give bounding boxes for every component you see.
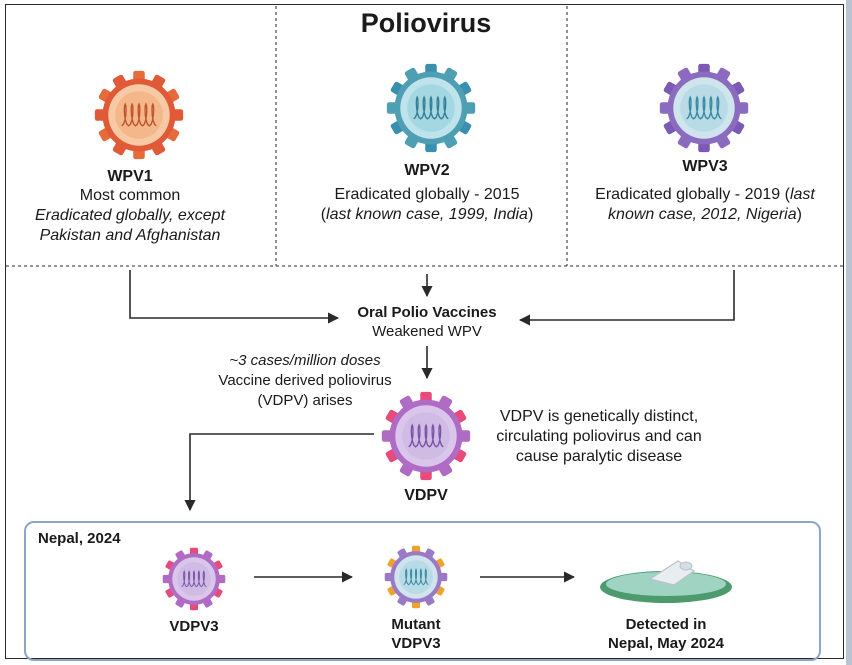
rna-coil	[121, 102, 157, 127]
rna-coil	[408, 423, 444, 448]
wpv2-name: WPV2	[404, 162, 450, 179]
wpv2-line2-open: (	[320, 206, 327, 223]
vdpv-name: VDPV	[404, 487, 448, 504]
incidence-rate: ~3 cases/million doses	[229, 352, 381, 369]
stage3-line2: Nepal, May 2024	[608, 635, 724, 652]
stage2-line1: Mutant	[391, 616, 441, 633]
wpv3-line1-text: Eradicated globally - 2019 (	[595, 186, 790, 203]
rna-coil	[181, 570, 207, 588]
incidence-line1: Vaccine derived poliovirus	[218, 372, 392, 389]
arrow-vdpv-to-nepal	[184, 433, 374, 512]
wpv3-line2-close: )	[796, 206, 802, 223]
vdpv-desc1: VDPV is genetically distinct,	[499, 408, 699, 425]
stage3-line1: Detected in	[625, 616, 707, 633]
vdpv-desc2: circulating poliovirus and can	[496, 428, 702, 445]
arrow-wpv1-to-vaccine	[129, 270, 340, 324]
stage1-label: VDPV3	[169, 618, 219, 635]
wpv3-line2: known case, 2012, Nigeria)	[572, 205, 838, 225]
wpv1-line1: Most common	[79, 187, 181, 204]
wpv3-virus	[659, 63, 749, 153]
rna-coil	[686, 95, 722, 120]
wpv2-line1: Eradicated globally - 2015	[290, 185, 564, 205]
mutant-vdpv3-virus	[384, 545, 448, 609]
wpv2-line2: (last known case, 1999, India)	[290, 205, 564, 225]
vdpv3-virus	[162, 547, 226, 611]
rna-coil	[403, 568, 429, 586]
right-edge-strip	[846, 0, 852, 665]
wpv1-line3: Pakistan and Afghanistan	[39, 227, 221, 244]
wpv2-line2-italic: last known case, 1999, India	[326, 206, 528, 223]
vaccine-title: Oral Polio Vaccines	[357, 304, 497, 321]
wpv3-line1-italic: last	[789, 186, 815, 203]
wpv3-line1: Eradicated globally - 2019 (last	[572, 185, 838, 205]
wpv3-name: WPV3	[682, 158, 728, 175]
wpv2-line2-close: )	[527, 206, 534, 223]
vdpv-virus	[381, 391, 471, 481]
sewage-sample-icon	[600, 560, 732, 603]
incidence-line2: (VDPV) arises	[257, 392, 353, 409]
wpv1-virus	[94, 70, 184, 160]
wpv2-virus	[386, 63, 476, 153]
arrow-wpv3-to-vaccine	[518, 270, 735, 326]
vdpv-desc3: cause paralytic disease	[515, 448, 683, 465]
wpv1-name: WPV1	[107, 168, 153, 185]
stage2-line2: VDPV3	[391, 635, 441, 652]
figure-title: Poliovirus	[360, 8, 492, 38]
wpv2-line1-text: Eradicated globally - 2015	[334, 186, 520, 203]
wpv1-line2: Eradicated globally, except	[34, 207, 226, 224]
rna-coil	[413, 95, 449, 120]
vaccine-subtitle: Weakened WPV	[372, 323, 482, 340]
nepal-title: Nepal, 2024	[38, 530, 121, 547]
wpv3-line2-italic: known case, 2012, Nigeria	[608, 206, 797, 223]
figure-frame	[5, 4, 844, 659]
nepal-panel	[24, 521, 821, 661]
